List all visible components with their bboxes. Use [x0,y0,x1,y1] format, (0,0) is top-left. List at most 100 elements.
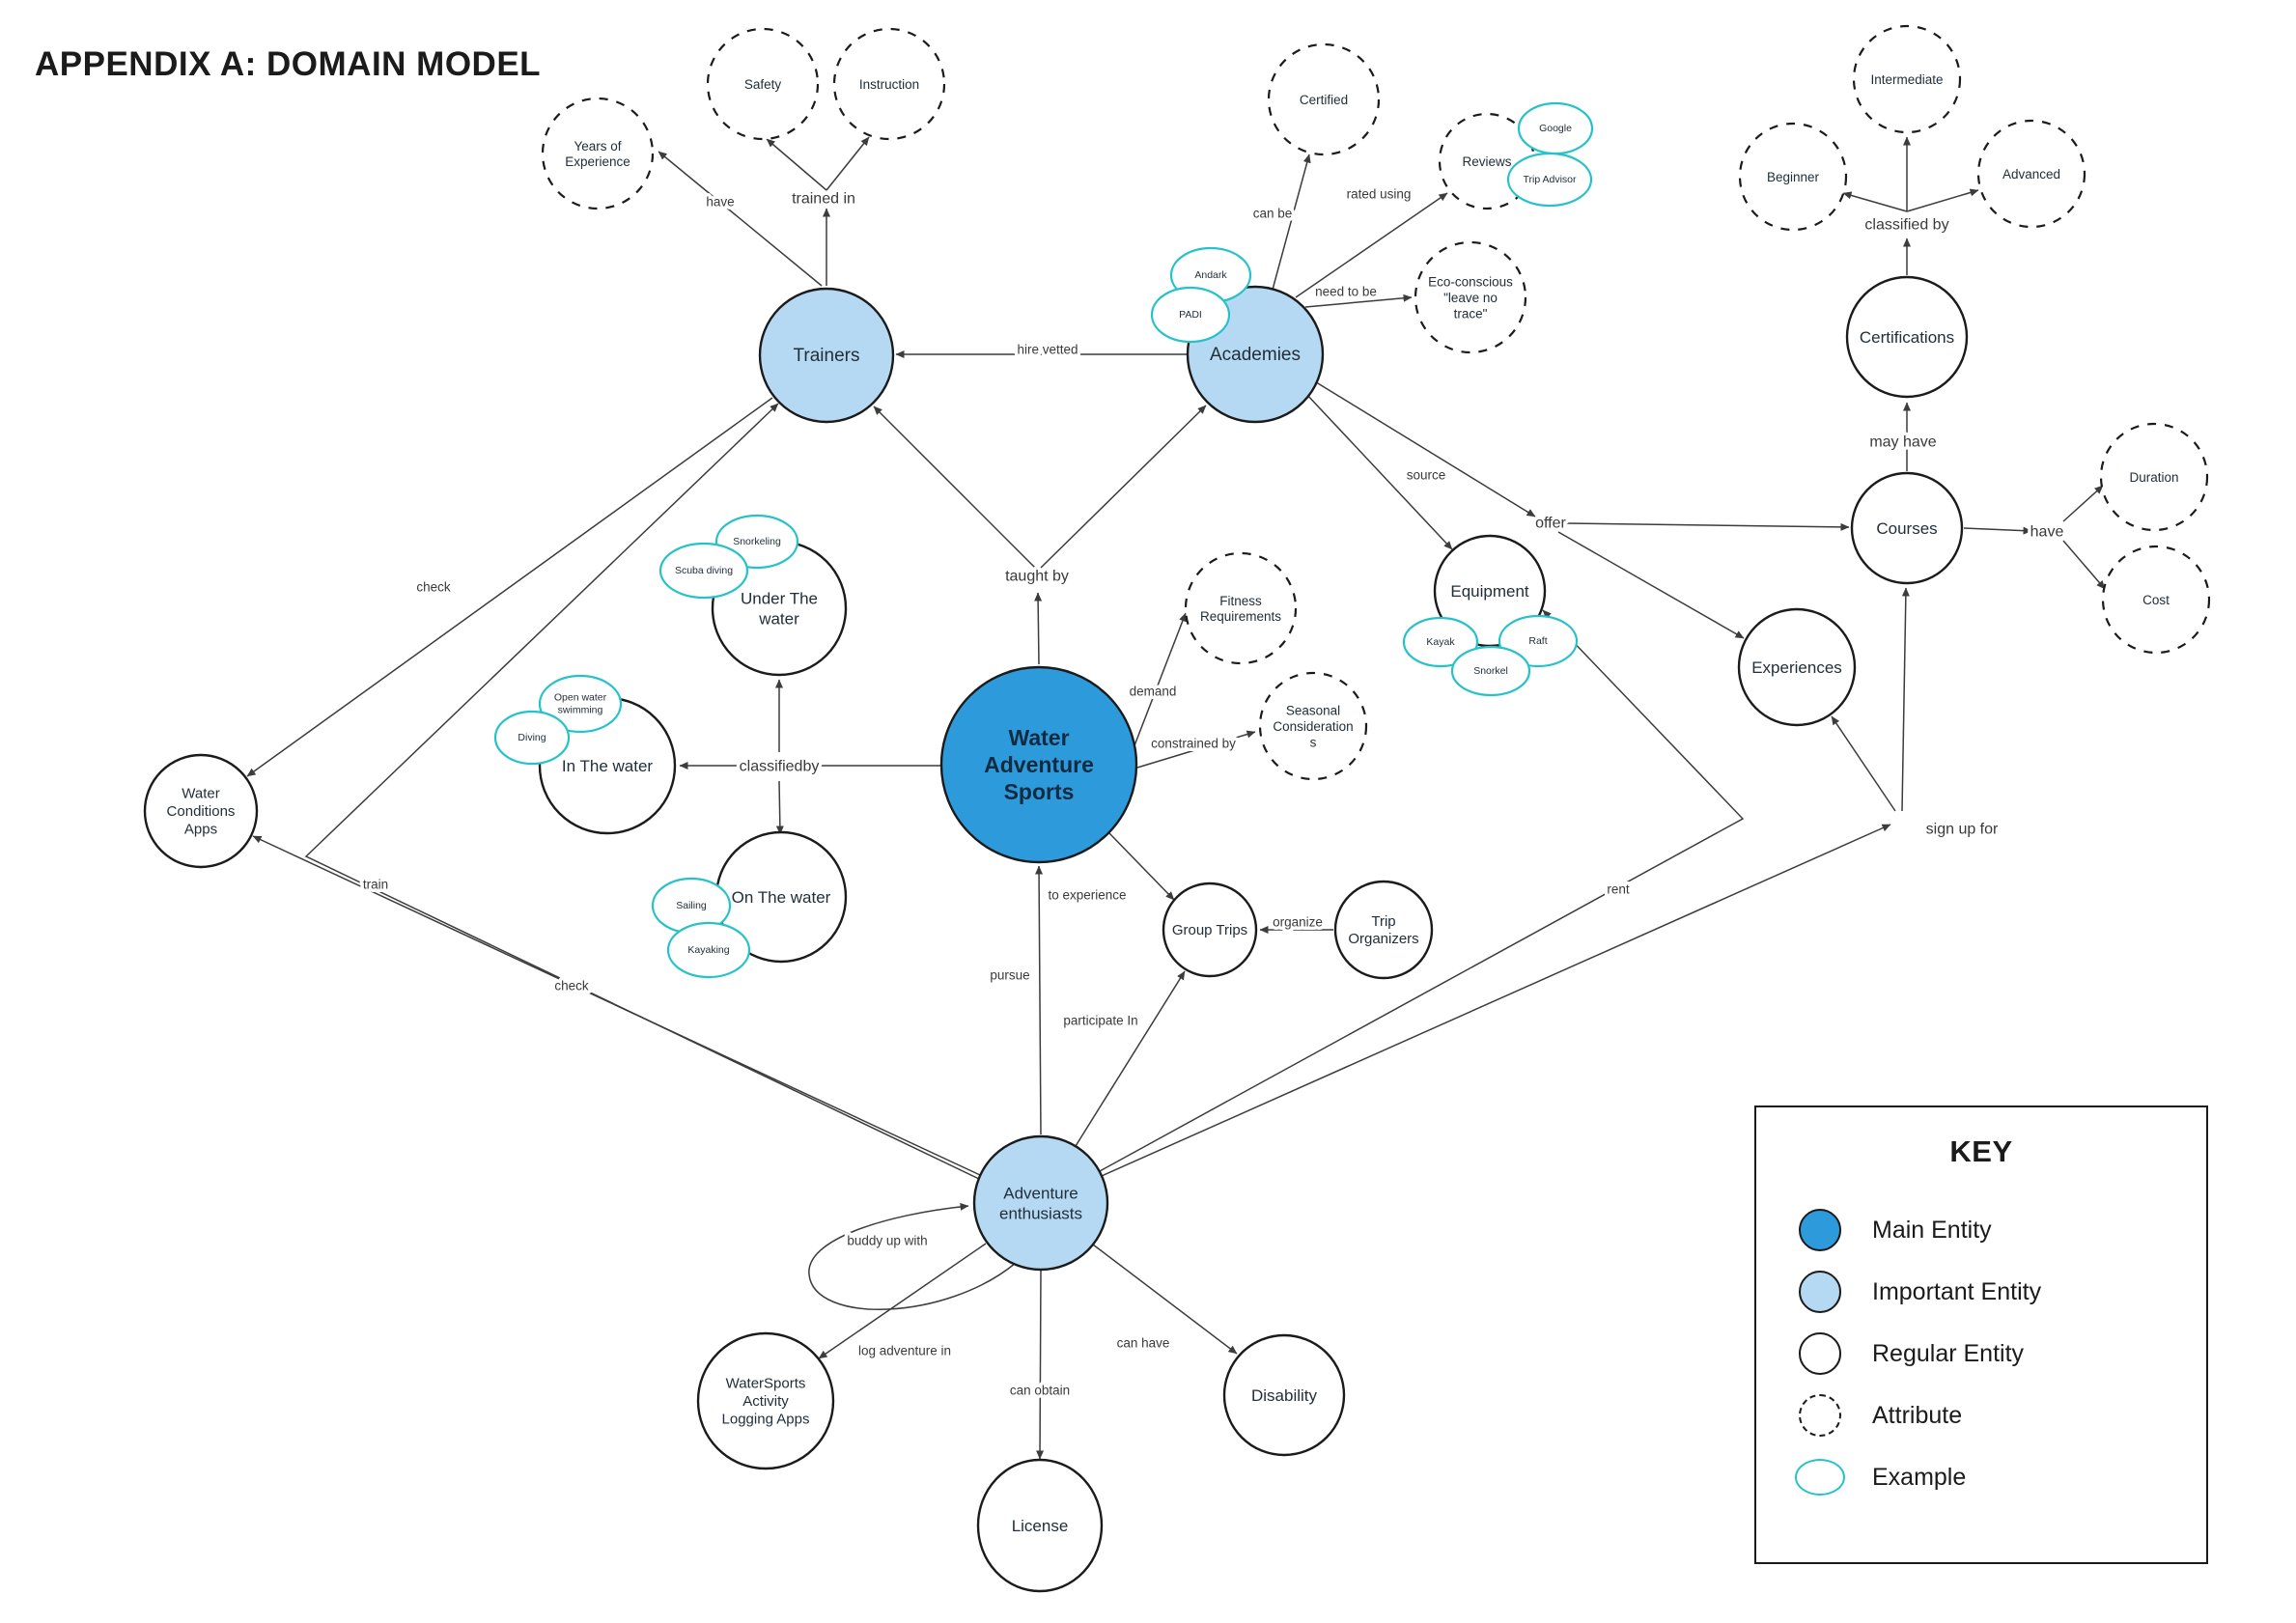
node-cost [2101,545,2211,655]
edge-label-can-obtain: can obtain [1010,1384,1070,1398]
edge-edge-20 [1906,188,1979,212]
node-label-license: License [1012,1517,1069,1535]
node-label-group-trips: Group Trips [1172,922,1247,938]
edge-label-check: check [416,580,451,595]
edge-label-need-to-be: need to be [1315,285,1377,299]
node-water-conditions-apps [143,753,259,869]
edge-label-rent: rent [1607,882,1630,897]
key-label: Main Entity [1872,1216,1992,1244]
edge-to-experience-34 [1108,832,1175,901]
edge-check-36 [246,397,773,777]
edge-edge-26 [1040,405,1207,569]
node-label-intermediate: Intermediate [1870,72,1943,87]
edge-edge-10 [1565,522,1850,531]
edge-label-sign-up-for: sign up for [1926,822,1999,838]
key-label: Attribute [1872,1401,1963,1429]
node-advanced [1976,119,2086,229]
node-label-kayak: Kayak [1426,636,1455,648]
node-label-duration: Duration [2129,470,2178,485]
node-label-courses: Courses [1876,519,1937,538]
node-label-disability: Disability [1251,1386,1318,1405]
page-title: APPENDIX A: DOMAIN MODEL [35,45,542,84]
edge-edge-3 [826,136,870,191]
edge-trained-in-2 [766,138,827,191]
node-label-trainers: Trainers [794,346,860,366]
edge-label-classifiedby: classifiedby [740,759,820,775]
edge-constrained-by-31 [1136,730,1256,769]
node-label-on-the-water: On The water [732,888,831,907]
edge-can-have-42 [1092,1244,1238,1355]
edge-label-trained-in: trained in [792,191,855,208]
node-padi [1150,286,1231,344]
edge-edge-14 [1901,587,1910,812]
node-label-academies: Academies [1210,345,1301,365]
node-label-reviews: Reviews [1462,154,1511,169]
edge-label-source: source [1407,468,1446,483]
key-item-main: Main Entity [1799,1209,2041,1251]
node-kayak [1402,616,1479,668]
node-open-water-swimming [538,674,623,734]
edge-rated-using-6 [1295,192,1448,298]
edge-label-log-adventure-in: log adventure in [858,1344,951,1358]
node-label-trip-advisor: Trip Advisor [1523,174,1577,185]
node-label-diving: Diving [518,732,546,743]
edge-edge-23 [2062,540,2106,590]
node-watersports-activity-logging-apps [696,1331,835,1470]
edge-edge-22 [2062,485,2104,522]
key-swatch-regular-icon [1799,1332,1841,1375]
edge-label-can-have: can have [1117,1336,1170,1351]
node-courses [1850,471,1964,585]
edge-taught-by-24 [1034,592,1043,665]
edge-label-demand: demand [1130,685,1177,699]
node-label-experiences: Experiences [1751,658,1842,677]
edge-label-rated-using: rated using [1347,187,1412,202]
key-item-regular: Regular Entity [1799,1332,2041,1375]
edge-label-have: have [2030,524,2064,541]
node-instruction [832,27,946,141]
key-item-attribute: Attribute [1799,1394,2041,1437]
edge-label-have: have [706,195,734,210]
node-label-snorkel: Snorkel [1473,665,1508,677]
node-certifications [1845,275,1969,399]
edge-demand-30 [1131,612,1187,754]
node-eco-conscious [1414,240,1527,354]
edge-label-taught-by: taught by [1005,569,1069,585]
edge-edge-15 [1831,715,1896,812]
edge-label-to-experience: to experience [1048,888,1126,903]
node-scuba-diving [658,542,749,600]
node-trip-organizers [1333,880,1434,980]
edge-label-offer: offer [1535,516,1566,532]
node-label-in-the-water: In The water [562,757,654,775]
node-trip-advisor [1506,152,1593,208]
key-swatch-example-icon [1795,1459,1845,1496]
edge-log-adventure-in-40 [818,1243,987,1359]
node-disability [1222,1333,1346,1457]
key-swatch-important-icon [1799,1271,1841,1313]
node-label-scuba-diving: Scuba diving [675,565,733,576]
node-label-safety: Safety [744,77,782,92]
node-certified [1267,42,1381,156]
edge-edge-29 [775,780,784,835]
key-label: Important Entity [1872,1277,2042,1305]
node-label-padi: PADI [1179,309,1202,321]
edge-buddy-up-with-39 [808,1202,1017,1310]
edge-need-to-be-7 [1304,294,1413,308]
edge-edge-11 [1557,531,1745,639]
edge-label-may-have: may have [1869,434,1936,451]
edge-rent-12 [1099,609,1745,1172]
key-item-important: Important Entity [1799,1271,2041,1313]
edge-pursue-32 [1035,865,1044,1135]
node-duration [2099,422,2209,532]
